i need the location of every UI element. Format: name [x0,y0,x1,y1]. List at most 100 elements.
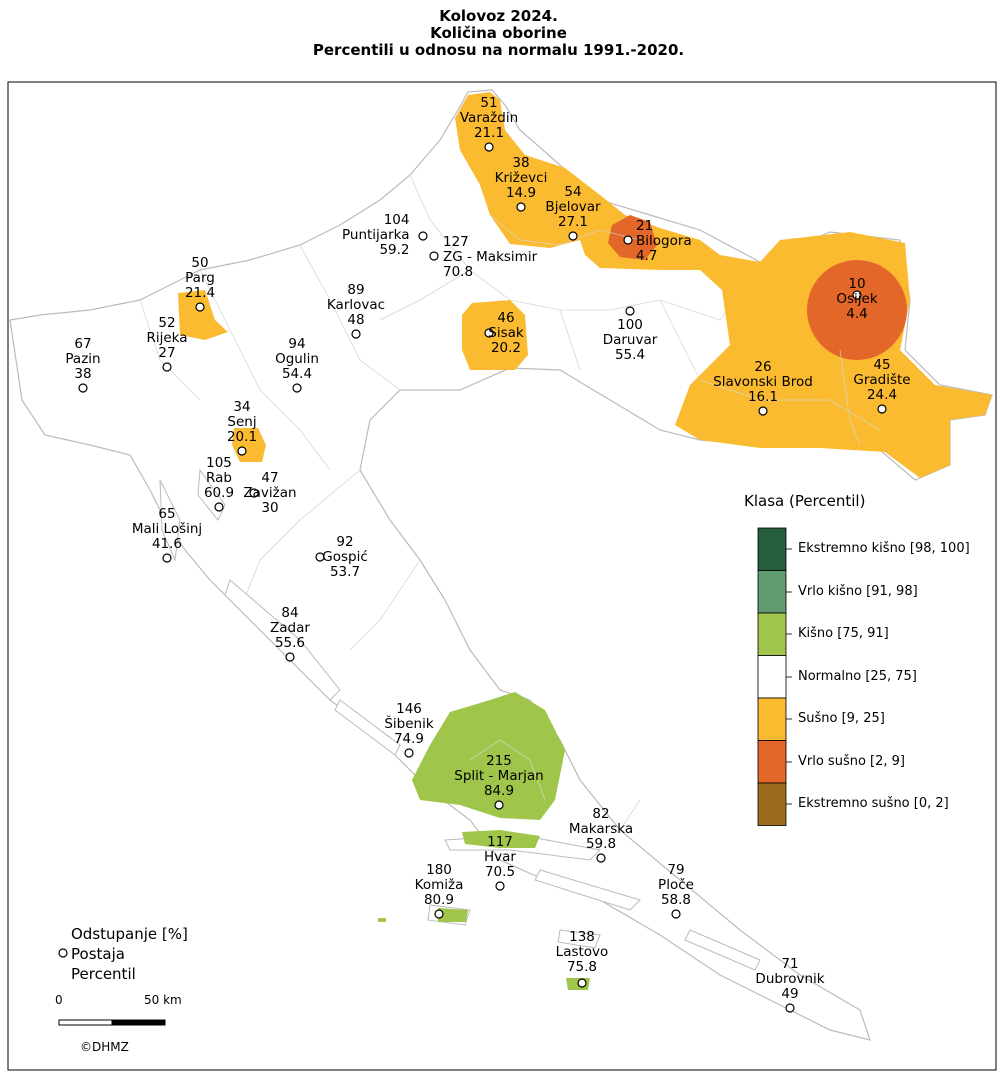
station-name: Šibenik [384,716,434,732]
croatia-outline [9,89,993,1041]
scale-bar-black [111,1019,166,1026]
station-name: Daruvar [602,332,658,348]
station-deviation: 146 [396,701,422,717]
station-marker-mali-losinj [162,553,172,563]
dry-zones [178,92,992,478]
station-marker-komiza [434,909,444,919]
station-marker-pazin [78,383,88,393]
station-percentile: 70.5 [484,864,516,880]
legend-swatch-wet [757,612,787,656]
station-deviation: 127 [443,234,469,250]
wet-zone-islet [378,918,386,922]
station-deviation: 38 [512,155,530,171]
credit-label: ©DHMZ [80,1040,129,1054]
station-percentile: 4.7 [636,248,658,264]
station-name: Komiža [414,877,464,893]
station-name: Parg [185,270,215,286]
station-name: Puntijarka [342,227,410,243]
legend-label-wet: Kišno [75, 91] [798,626,889,641]
station-deviation: 21 [636,218,654,234]
station-deviation: 92 [336,534,354,550]
station-marker-zg-maksimir [429,251,439,261]
legend-swatch-normal [757,655,787,699]
station-marker-ploce [671,909,681,919]
station-name: Lastovo [555,944,609,960]
station-percentile: 49 [781,986,799,1002]
dry-zone-sisak [462,300,528,370]
legend-label-very-wet: Vrlo kišno [91, 98] [798,584,918,599]
station-marker-sisak [484,328,494,338]
station-name: Sisak [488,325,524,341]
station-marker-ogulin [292,383,302,393]
station-deviation: 51 [480,95,498,111]
station-deviation: 180 [426,862,452,878]
station-deviation: 67 [74,336,92,352]
station-deviation: 89 [347,282,365,298]
legend-colorbar [757,527,792,826]
dry-zone-north [455,92,992,478]
station-name: Mali Lošinj [131,521,203,537]
station-deviation: 79 [667,862,685,878]
key-station-marker [58,948,68,958]
station-name: Križevci [494,170,548,186]
station-marker-rijeka [162,362,172,372]
legend-swatch-extremely-dry [757,782,787,826]
station-name: Karlovac [326,297,386,313]
station-name: Gradište [853,372,911,388]
legend-label-extremely-wet: Ekstremno kišno [98, 100] [798,541,970,556]
scale-label-start: 0 [55,993,63,1007]
station-percentile: 59.2 [379,242,410,258]
station-percentile: 27 [158,345,176,361]
station-percentile: 75.8 [566,959,598,975]
station-deviation: 100 [617,317,643,333]
station-marker-hvar [495,881,505,891]
station-percentile: 14.9 [505,185,537,201]
station-deviation: 34 [233,399,251,415]
legend-label-normal: Normalno [25, 75] [798,669,917,684]
station-name: Gospić [322,549,368,565]
station-name: Osijek [836,291,878,307]
station-percentile: 21.1 [473,125,505,141]
wet-zone-komiza [438,908,468,922]
station-deviation: 52 [158,315,176,331]
wet-zone-split [412,692,565,820]
map-frame [7,81,997,1071]
station-percentile: 30 [261,500,279,516]
station-percentile: 70.8 [443,264,474,280]
title-line-2: Količina oborine [430,24,567,42]
station-marker-varazdin [484,142,494,152]
station-name: Rijeka [146,330,188,346]
legend-swatch-dry [757,697,787,741]
key-station-label: Postaja [71,945,125,963]
station-name: Ogulin [275,351,319,367]
legend-title: Klasa (Percentil) [744,492,866,510]
station-percentile: 16.1 [747,389,779,405]
station-name: Senj [227,414,257,430]
station-marker-krizevci [516,202,526,212]
station-percentile: 60.9 [203,485,235,501]
station-name: Slavonski Brod [713,374,813,390]
station-marker-bilogora [623,235,633,245]
station-name: Zadar [270,620,310,636]
station-deviation: 26 [754,359,772,375]
station-name: Hvar [484,849,516,865]
station-name: Bjelovar [545,199,601,215]
station-deviation: 84 [281,605,299,621]
wet-zone-hvar [462,830,540,848]
station-percentile: 53.7 [329,564,361,580]
station-percentile: 4.4 [846,306,868,322]
station-percentile: 80.9 [423,892,455,908]
